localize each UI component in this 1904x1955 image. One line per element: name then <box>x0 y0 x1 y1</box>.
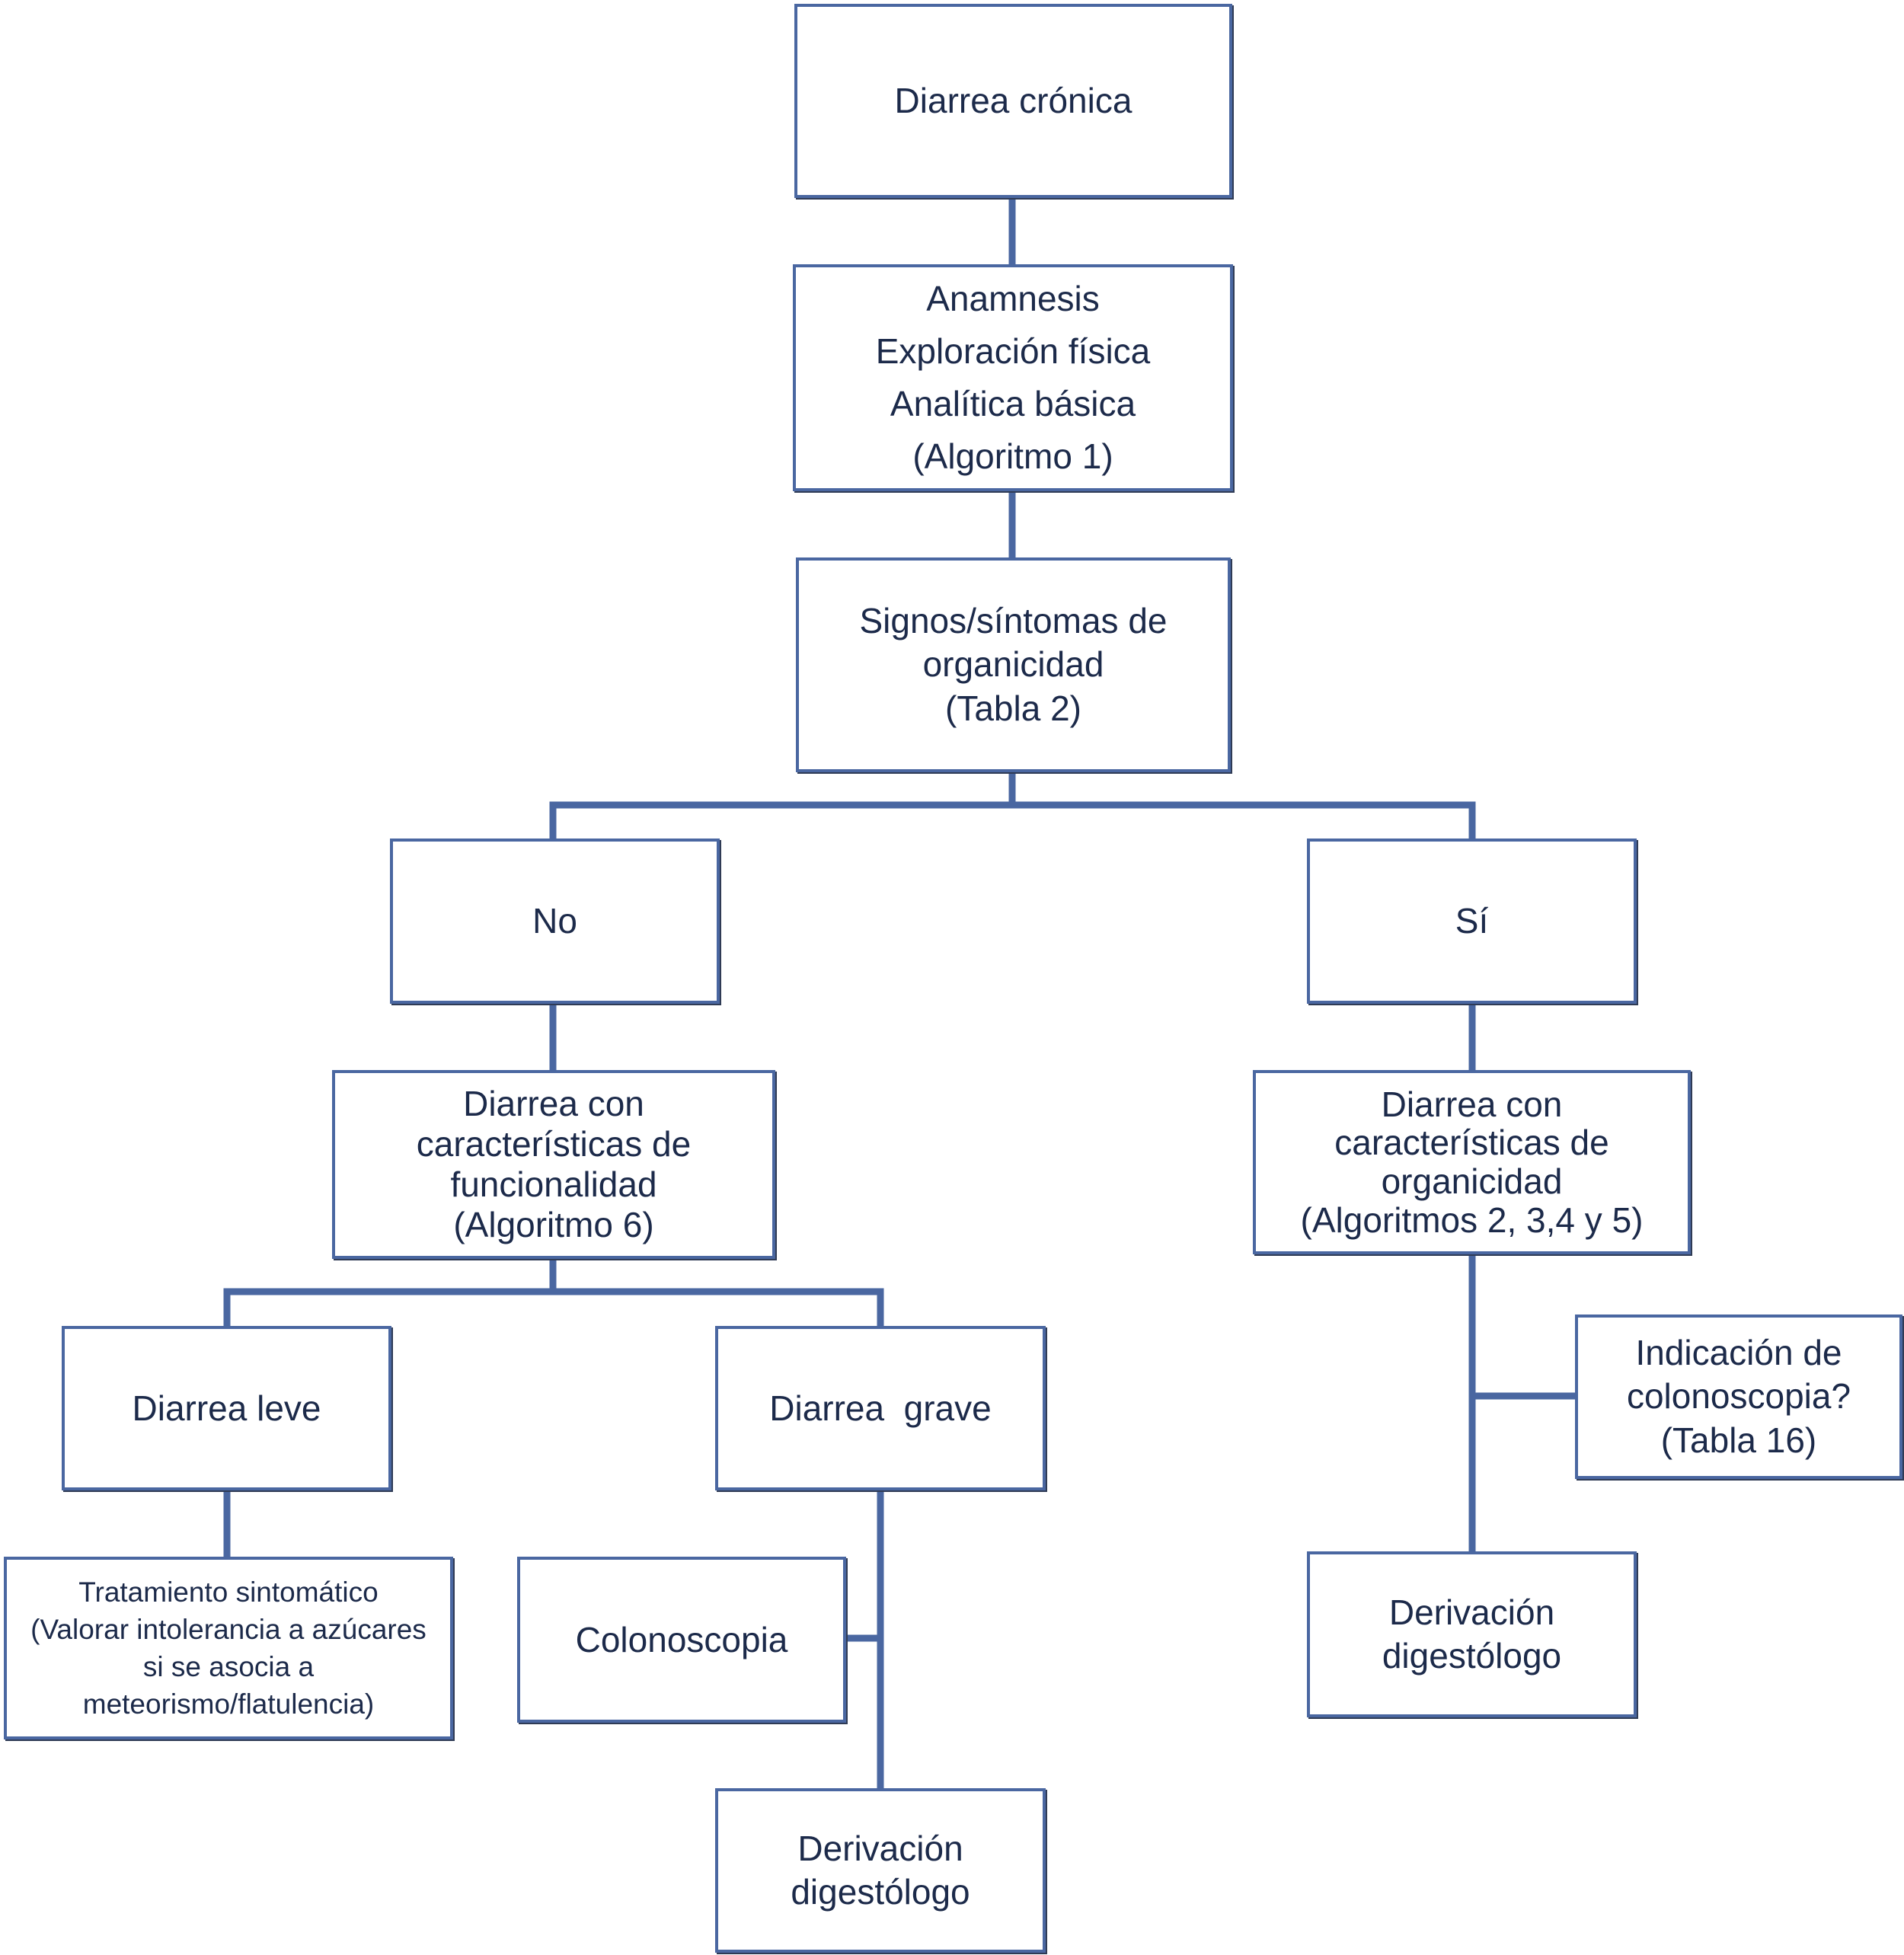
node-signos-organicidad: Signos/síntomas de organicidad (Tabla 2) <box>796 557 1231 772</box>
node-text: Signos/síntomas de <box>859 600 1168 640</box>
node-text: Derivación <box>1388 1592 1555 1632</box>
node-text: organicidad <box>1381 1161 1563 1201</box>
node-anamnesis: Anamnesis Exploración física Analítica b… <box>793 264 1233 491</box>
node-diarrea-funcionalidad: Diarrea con características de funcional… <box>332 1070 775 1259</box>
node-text: Diarrea con <box>463 1084 644 1124</box>
node-no: No <box>390 839 720 1004</box>
node-text: (Tabla 16) <box>1660 1420 1817 1460</box>
node-text: (Tabla 2) <box>945 688 1081 728</box>
node-text: (Algoritmos 2, 3,4 y 5) <box>1300 1200 1644 1240</box>
node-text: (Valorar intolerancia a azúcares <box>30 1613 426 1645</box>
node-diarrea-organicidad: Diarrea con características de organicid… <box>1253 1070 1691 1254</box>
node-text: Sí <box>1455 901 1489 941</box>
node-text: organicidad <box>922 644 1104 685</box>
node-text: colonoscopia? <box>1626 1376 1851 1417</box>
node-text: Analítica básica <box>890 384 1136 423</box>
node-si: Sí <box>1307 839 1637 1004</box>
node-text: Exploración física <box>875 331 1151 371</box>
node-derivacion-digestologo-grave: Derivación digestólogo <box>715 1788 1046 1953</box>
node-text: meteorismo/flatulencia) <box>82 1688 375 1720</box>
node-text: Derivación <box>797 1828 963 1868</box>
node-text: Colonoscopia <box>575 1619 788 1660</box>
node-text: Anamnesis <box>926 279 1100 318</box>
node-tratamiento-sintomatico: Tratamiento sintomático (Valorar intoler… <box>4 1557 453 1739</box>
node-text: funcionalidad <box>450 1164 657 1204</box>
node-text: Diarrea crónica <box>894 81 1132 121</box>
node-text: Diarrea leve <box>132 1388 321 1428</box>
node-colonoscopia: Colonoscopia <box>517 1557 846 1723</box>
node-text: digestólogo <box>1382 1636 1562 1675</box>
node-text: Diarrea grave <box>769 1388 992 1428</box>
node-text: características de <box>416 1124 692 1164</box>
node-diarrea-grave: Diarrea grave <box>715 1326 1046 1490</box>
node-text: (Algoritmo 6) <box>453 1204 654 1244</box>
node-text: Diarrea con <box>1381 1084 1563 1124</box>
node-diarrea-cronica: Diarrea crónica <box>794 4 1232 198</box>
node-text: características de <box>1334 1123 1609 1163</box>
node-diarrea-leve: Diarrea leve <box>62 1326 391 1490</box>
node-text: si se asocia a <box>142 1651 315 1682</box>
node-text: Tratamiento sintomático <box>78 1576 379 1608</box>
node-text: (Algoritmo 1) <box>912 436 1113 476</box>
node-text: digestólogo <box>791 1872 970 1912</box>
node-text: Indicación de <box>1635 1332 1842 1372</box>
node-derivacion-digestologo-organica: Derivación digestólogo <box>1307 1551 1637 1717</box>
node-indicacion-colonoscopia: Indicación de colonoscopia? (Tabla 16) <box>1575 1315 1902 1479</box>
node-text: No <box>532 901 577 941</box>
